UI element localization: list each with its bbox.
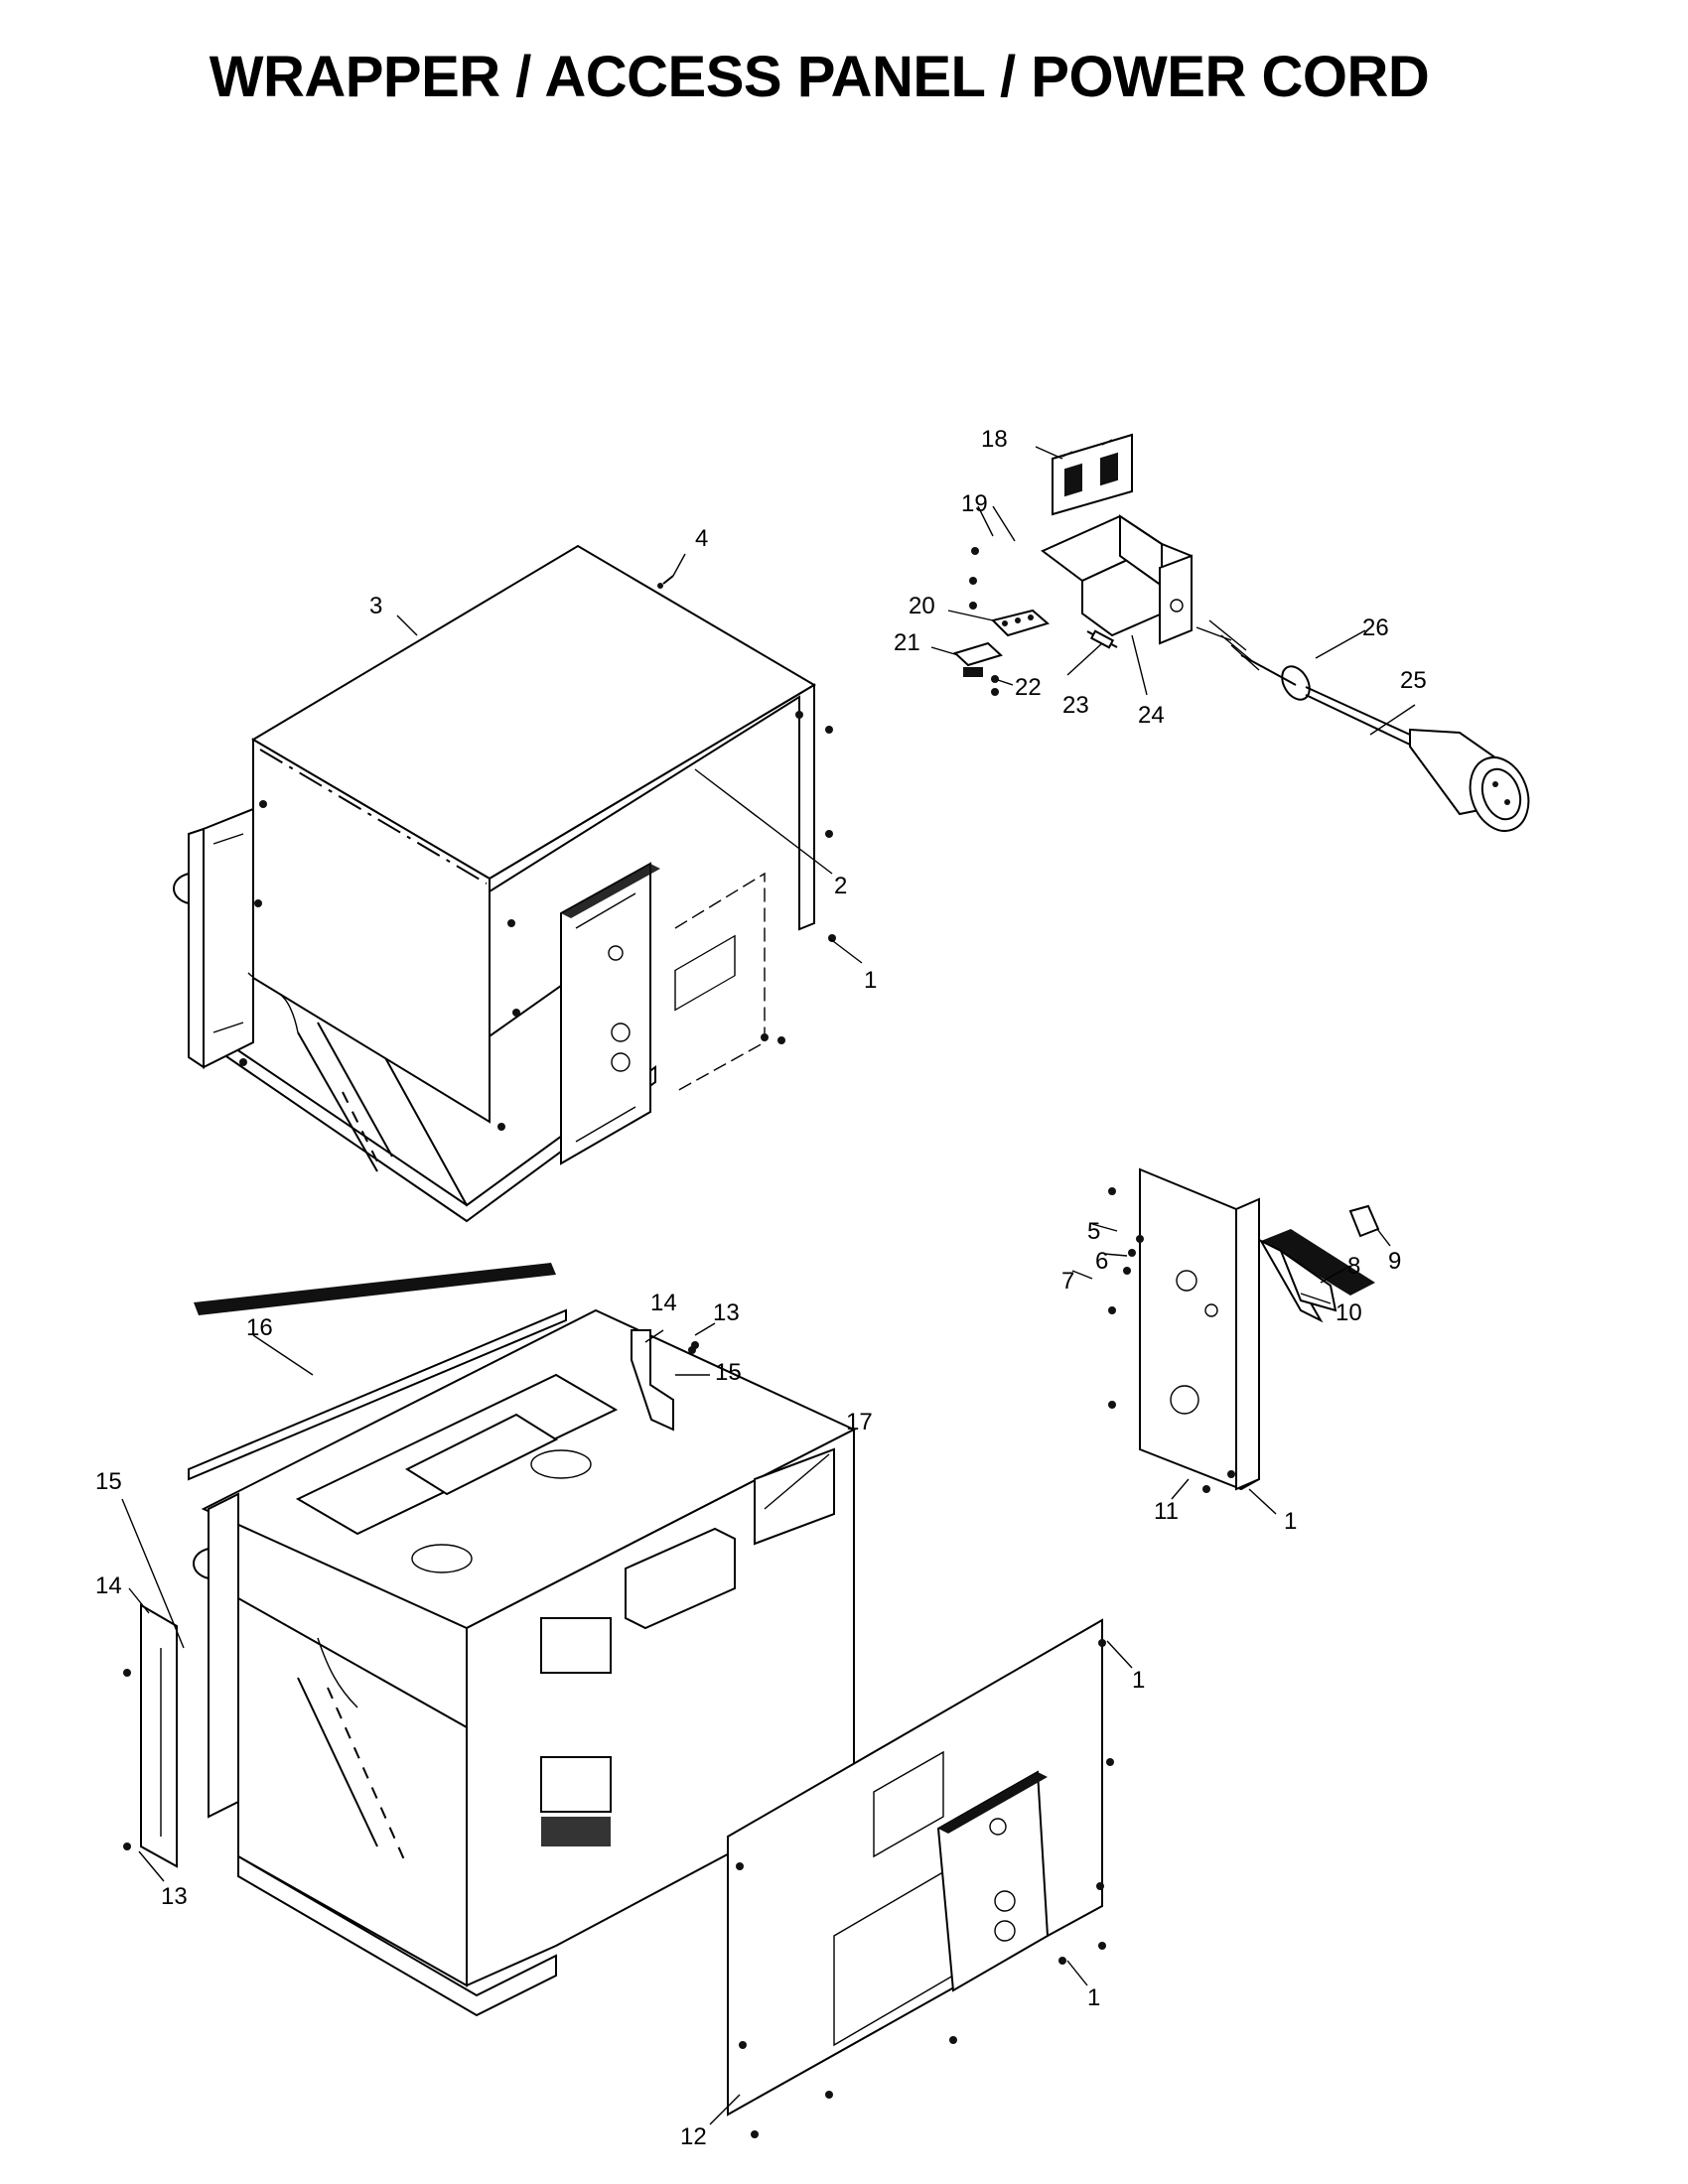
callout-1: 1 xyxy=(1087,1984,1100,2011)
callout-6: 6 xyxy=(1095,1248,1108,1275)
callout-22: 22 xyxy=(1015,674,1042,701)
leader-lines xyxy=(121,446,1416,2125)
contactor-pair xyxy=(1052,433,1133,516)
callout-15: 15 xyxy=(715,1359,742,1386)
callout-9: 9 xyxy=(1388,1248,1401,1275)
callout-1: 1 xyxy=(864,967,877,994)
wrapper-side-panel xyxy=(252,738,491,1124)
callout-13: 13 xyxy=(713,1299,740,1326)
wrapper-assembly xyxy=(173,544,836,1223)
callout-11: 11 xyxy=(1154,1498,1179,1525)
callout-4: 4 xyxy=(695,525,708,552)
callout-19: 19 xyxy=(961,490,988,517)
callout-23: 23 xyxy=(1062,692,1089,719)
callout-17: 17 xyxy=(846,1409,873,1435)
callout-3: 3 xyxy=(369,593,382,619)
callout-18: 18 xyxy=(981,426,1008,453)
callout-20: 20 xyxy=(909,593,935,619)
callout-2: 2 xyxy=(834,873,847,899)
callout-10: 10 xyxy=(1336,1299,1362,1326)
side-panel-assembly xyxy=(1108,1167,1380,1493)
callout-14: 14 xyxy=(650,1290,677,1316)
callout-25: 25 xyxy=(1400,667,1427,694)
callout-15: 15 xyxy=(95,1468,122,1495)
callout-14: 14 xyxy=(95,1572,122,1599)
callout-8: 8 xyxy=(1347,1253,1360,1280)
callout-12: 12 xyxy=(680,2123,707,2150)
callout-16: 16 xyxy=(246,1314,273,1341)
callout-24: 24 xyxy=(1138,702,1165,729)
callout-26: 26 xyxy=(1362,614,1389,641)
callout-1: 1 xyxy=(1284,1508,1297,1535)
power-cord-assembly xyxy=(953,433,1530,832)
callout-7: 7 xyxy=(1061,1268,1074,1295)
page-title: WRAPPER / ACCESS PANEL / POWER CORD xyxy=(209,45,1430,109)
callout-5: 5 xyxy=(1087,1218,1100,1245)
callout-21: 21 xyxy=(894,629,920,656)
callout-13: 13 xyxy=(161,1883,188,1910)
callout-1: 1 xyxy=(1132,1667,1145,1694)
callout-labels: 1 1 1 1 2 3 4 5 6 7 8 9 10 11 12 13 13 1… xyxy=(95,426,1427,2150)
oven-internals-assembly xyxy=(123,1263,1114,2138)
